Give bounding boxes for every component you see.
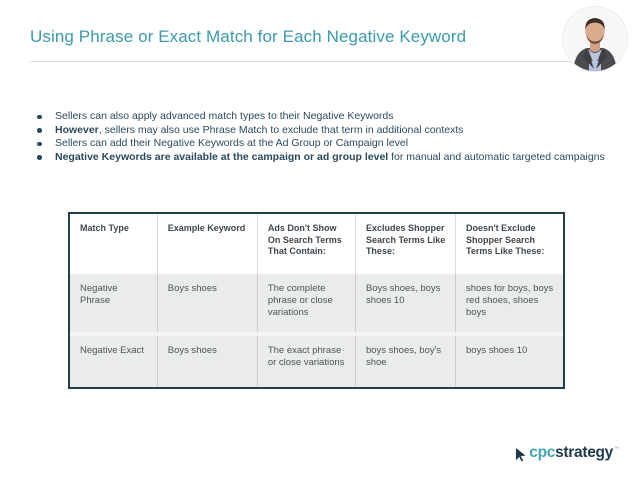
- logo-trademark: ™: [614, 446, 619, 452]
- bullet-list: Sellers can also apply advanced match ty…: [30, 110, 610, 164]
- table-cell: Boys shoes, boys shoes 10: [354, 274, 455, 332]
- table-header-cell: Example Keyword: [156, 214, 257, 274]
- table-cell: Negative Phrase: [80, 283, 118, 306]
- table-header-cell: Match Type: [80, 223, 129, 233]
- presenter-avatar: [563, 7, 627, 71]
- bullet-item: Negative Keywords are available at the c…: [30, 151, 610, 165]
- bullet-item: Sellers can also apply advanced match ty…: [30, 110, 610, 124]
- bullet-bold-text: Negative Keywords are available at the c…: [55, 150, 389, 163]
- table-cell: boys shoes, boy's shoe: [354, 336, 455, 387]
- bullet-dot: [37, 141, 42, 146]
- bullet-text: Sellers can also apply advanced match ty…: [55, 110, 394, 122]
- table-row: Negative Exact Boys shoes The exact phra…: [70, 336, 563, 387]
- bullet-item: However, sellers may also use Phrase Mat…: [30, 124, 610, 138]
- table-cell: Boys shoes: [156, 336, 257, 387]
- table-header-cell: Excludes Shopper Search Terms Like These…: [354, 214, 455, 274]
- bullet-text: for manual and automatic targeted campai…: [388, 150, 605, 163]
- table-row-divider: [70, 332, 563, 336]
- table-row: Negative Phrase Boys shoes The complete …: [70, 274, 563, 332]
- cursor-arrow-icon: [516, 447, 526, 462]
- header-divider: [30, 61, 590, 62]
- bullet-dot: [37, 128, 42, 133]
- table-header-cell: Doesn't Exclude Shopper Search Terms Lik…: [455, 214, 563, 274]
- table-cell: The exact phrase or close variations: [256, 336, 355, 387]
- presenter-photo-icon: [563, 7, 627, 71]
- table-cell: boys shoes 10: [455, 336, 563, 387]
- table-header-row: Match Type Example Keyword Ads Don't Sho…: [70, 214, 563, 274]
- table-header-cell: Ads Don't Show On Search Terms That Cont…: [256, 214, 355, 274]
- bullet-dot: [37, 114, 42, 119]
- bullet-bold-text: However: [55, 123, 99, 136]
- page-title: Using Phrase or Exact Match for Each Neg…: [30, 27, 467, 46]
- logo-text-cpc: cpc: [529, 444, 556, 461]
- table-cell: shoes for boys, boys red shoes, shoes bo…: [455, 274, 563, 332]
- match-type-table: Match Type Example Keyword Ads Don't Sho…: [68, 212, 565, 389]
- logo-text-strategy: strategy: [555, 444, 613, 461]
- table-cell: The complete phrase or close variations: [256, 274, 355, 332]
- table-cell: Negative Exact: [80, 345, 144, 356]
- table-cell: Boys shoes: [156, 274, 257, 332]
- bullet-text: , sellers may also use Phrase Match to e…: [98, 123, 464, 136]
- bullet-dot: [37, 155, 42, 160]
- bullet-text: Sellers can add their Negative Keywords …: [55, 137, 409, 149]
- bullet-item: Sellers can add their Negative Keywords …: [30, 137, 610, 151]
